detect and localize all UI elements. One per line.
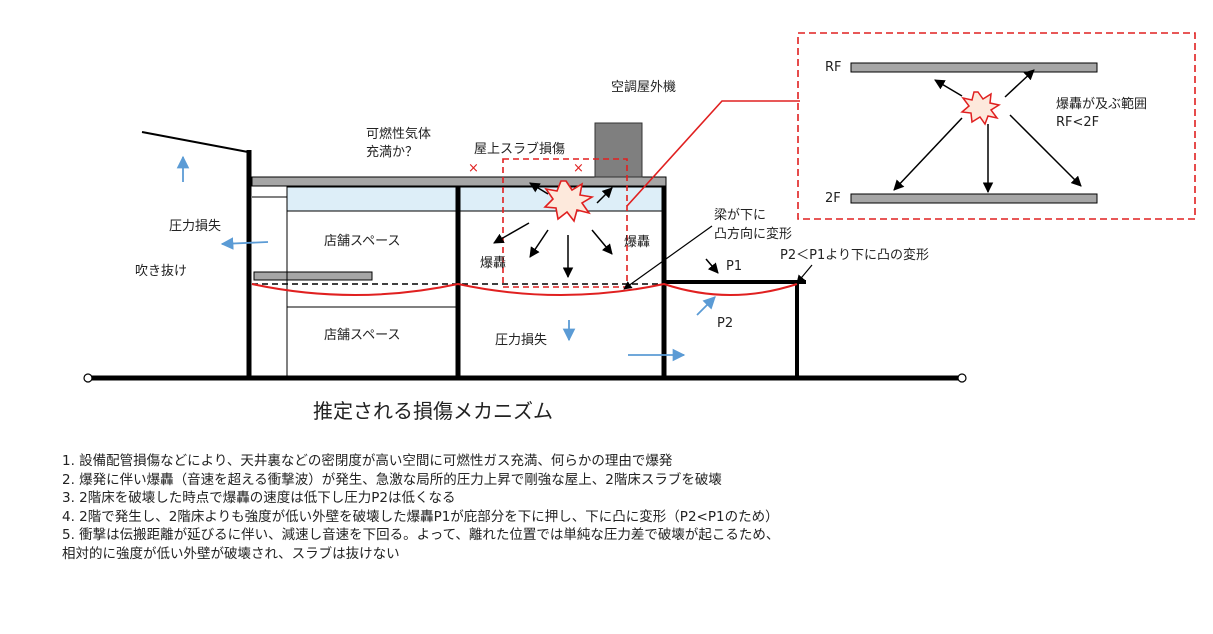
relation-pointer-arrow bbox=[796, 264, 813, 284]
blast-arrow bbox=[529, 182, 549, 195]
ground-end-left bbox=[83, 373, 93, 383]
inset-arrow bbox=[934, 79, 963, 97]
damage-cross-left: × bbox=[468, 161, 479, 176]
inset-panel bbox=[797, 32, 1196, 220]
ceiling-cavity bbox=[286, 186, 663, 212]
inset-burst-icon bbox=[960, 91, 1001, 126]
note-line: 4. 2階で発生し、2階床よりも強度が低い外壁を破壊した爆轟P1が庇部分を下に押… bbox=[62, 508, 779, 525]
left-building-roof bbox=[141, 131, 249, 153]
inset-2f-slab bbox=[850, 193, 1098, 204]
note-line: 3. 2階床を破壊した時点で爆轟の速度は低下し圧力P2は低くなる bbox=[62, 490, 456, 507]
inset-arrow bbox=[1009, 114, 1082, 187]
p2-label: P2 bbox=[717, 316, 734, 331]
ground-end-right bbox=[957, 373, 967, 383]
deformed-slab-curve bbox=[251, 282, 798, 296]
beam-pointer-arrow bbox=[623, 225, 713, 290]
outdoor-ac-unit bbox=[594, 122, 643, 178]
pressure-loss-arrow bbox=[220, 237, 269, 250]
blast-label-left: 爆轟 bbox=[480, 256, 507, 271]
roof-slab bbox=[251, 176, 667, 187]
note-line: 2. 爆発に伴い爆轟（音速を超える衝撃波）が発生、急激な局所的圧力上昇で剛強な屋… bbox=[62, 471, 722, 488]
inset-range-label-line1: 爆轟が及ぶ範囲 bbox=[1056, 97, 1148, 112]
p2-arrow bbox=[696, 296, 716, 316]
roof-slab-damage-label: 屋上スラブ損傷 bbox=[474, 142, 566, 157]
note-line: 5. 衝撃は伝搬距離が延びるに伴い、減速し音速を下回る。よって、離れた位置では単… bbox=[62, 527, 780, 544]
p1-label: P1 bbox=[726, 259, 743, 274]
inset-arrow bbox=[1004, 69, 1035, 98]
atrium-label: 吹き抜け bbox=[135, 264, 188, 279]
store-space-upper-label: 店舗スペース bbox=[324, 234, 401, 249]
beam-deform-label-line1: 梁が下に bbox=[714, 208, 767, 223]
blast-label-right: 爆轟 bbox=[624, 235, 651, 250]
damage-cross-right: × bbox=[573, 161, 584, 176]
blast-zone-box bbox=[502, 158, 628, 288]
pressure-loss-bottom-label: 圧力損失 bbox=[495, 333, 548, 348]
diagram-title: 推定される損傷メカニズム bbox=[313, 399, 553, 423]
explosion-burst-icon bbox=[543, 180, 595, 223]
inset-rf-slab bbox=[850, 62, 1098, 73]
inset-arrow bbox=[893, 117, 963, 191]
explanation-notes: 1. 設備配管損傷などにより、天井裏などの密閉度が高い空間に可燃性ガス充満、何ら… bbox=[62, 452, 779, 564]
gas-label-line1: 可燃性気体 bbox=[366, 127, 432, 142]
note-line: 1. 設備配管損傷などにより、天井裏などの密閉度が高い空間に可燃性ガス充満、何ら… bbox=[62, 453, 673, 469]
pressure-loss-left-label: 圧力損失 bbox=[169, 219, 222, 234]
blast-arrow bbox=[493, 222, 530, 244]
inset-2f-label: 2F bbox=[825, 191, 841, 206]
note-line: 相対的に強度が低い外壁が破壊され、スラブは抜けない bbox=[62, 545, 400, 562]
second-floor-slab bbox=[253, 271, 373, 281]
p1-arrow bbox=[705, 258, 719, 274]
inset-range-label-line2: RF<2F bbox=[1056, 115, 1100, 130]
blast-arrow bbox=[591, 229, 613, 255]
blast-arrow bbox=[596, 187, 613, 204]
pressure-relation-label: P2＜P1より下に凸の変形 bbox=[780, 248, 929, 263]
blast-arrow bbox=[529, 229, 549, 258]
outdoor-unit-label: 空調屋外機 bbox=[611, 80, 677, 95]
gas-label-line2: 充満か？ bbox=[366, 145, 419, 160]
beam-deform-label-line2: 凸方向に変形 bbox=[714, 227, 793, 242]
inset-connector bbox=[626, 100, 800, 207]
inset-rf-label: RF bbox=[825, 60, 842, 75]
store-space-lower-label: 店舗スペース bbox=[324, 328, 401, 343]
